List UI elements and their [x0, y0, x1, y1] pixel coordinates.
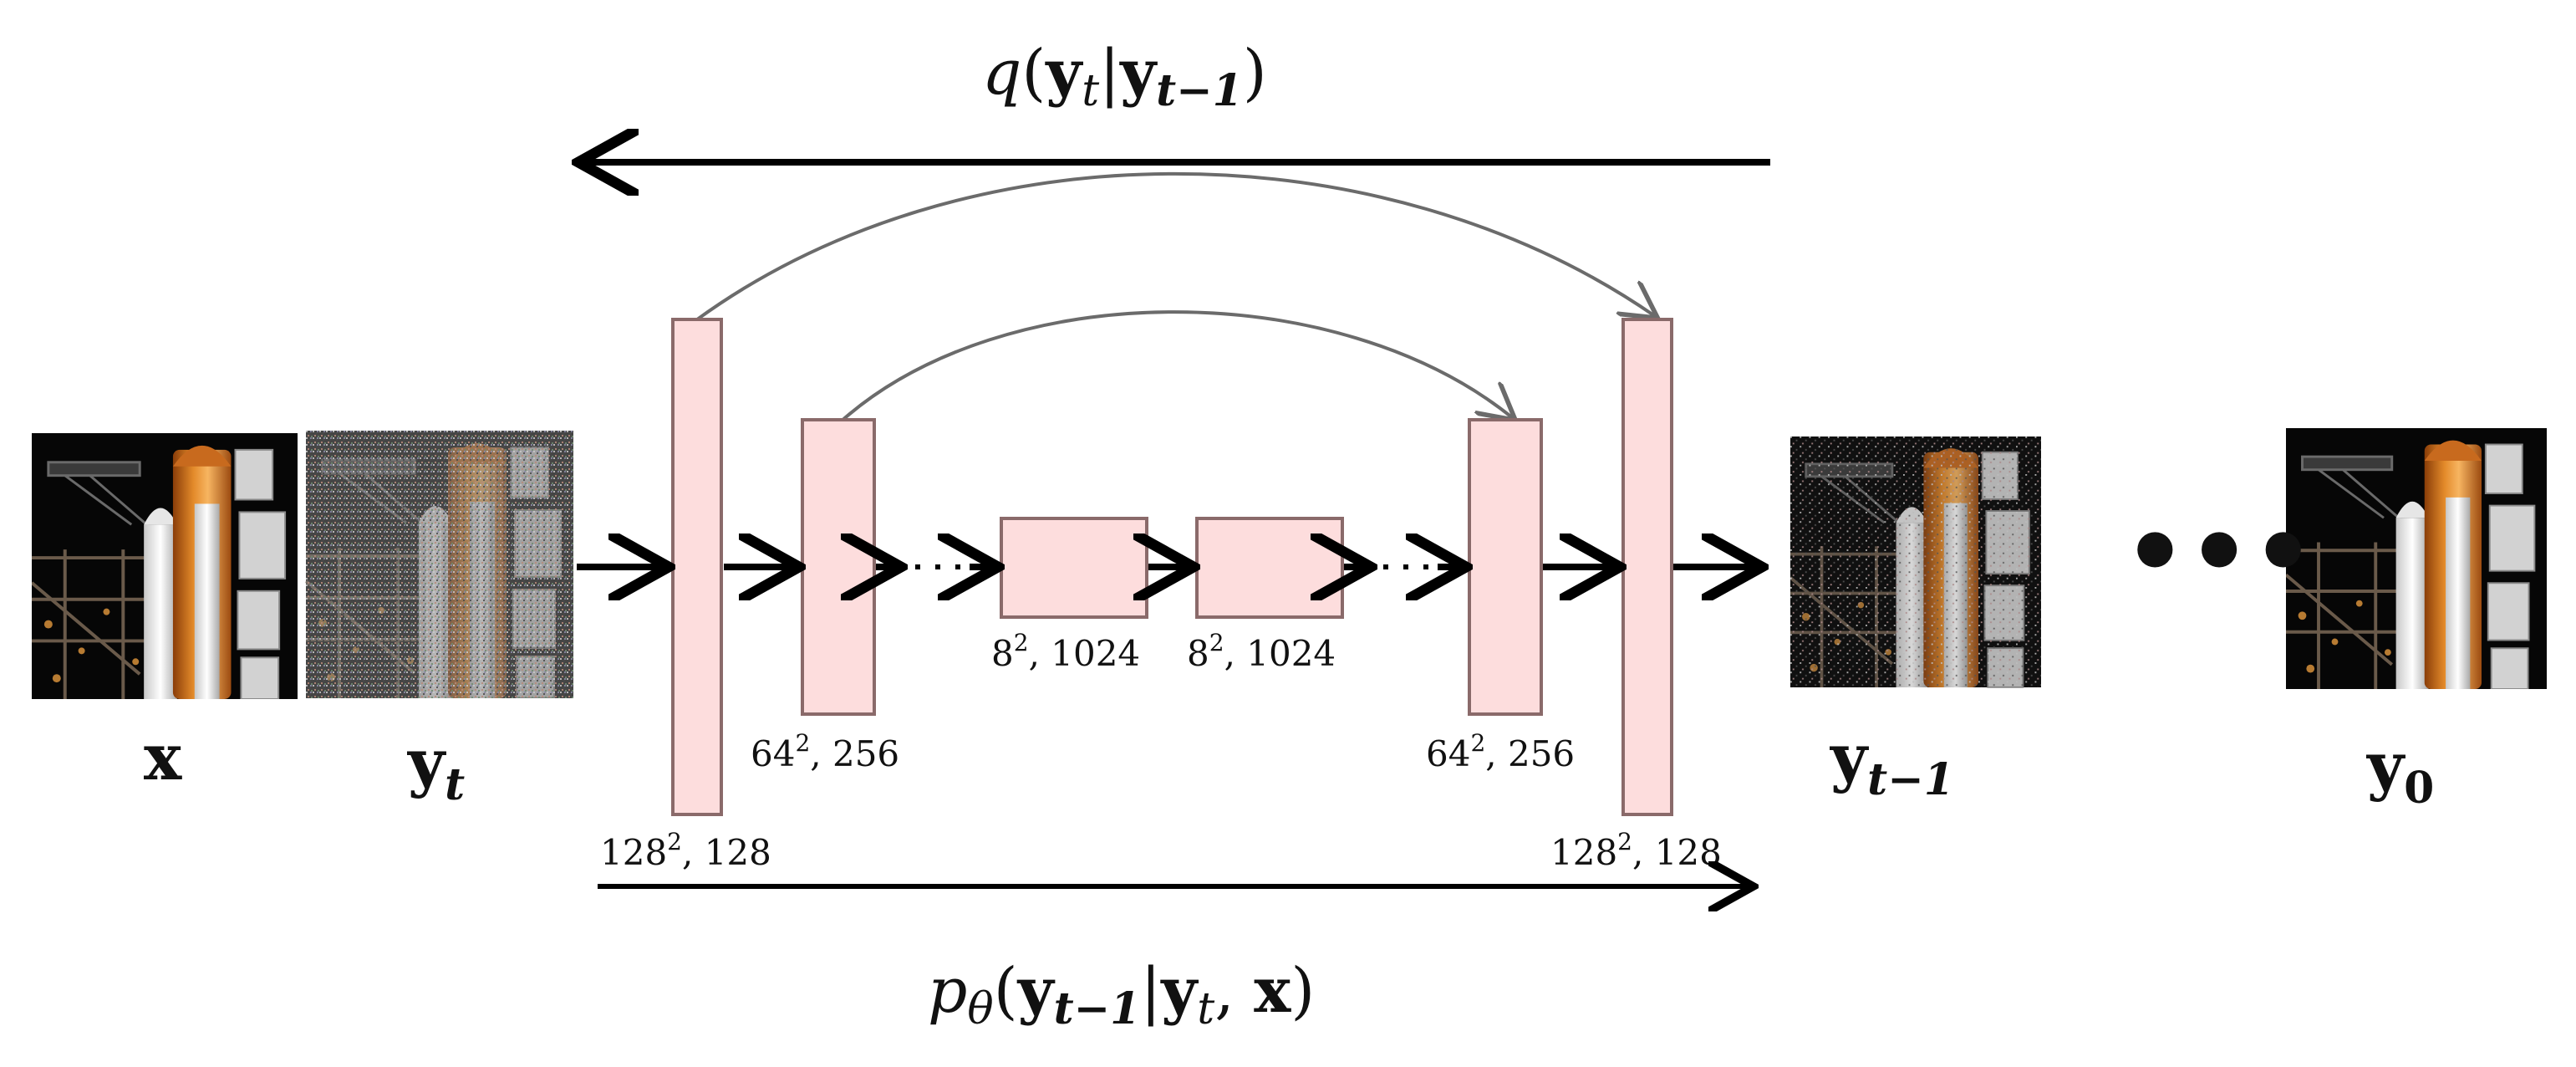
- caption-yt-minus-1: yt−1: [1830, 720, 1954, 805]
- bottleneck-block-1: [1000, 517, 1148, 619]
- label-mid1: 82, 1024: [991, 629, 1140, 674]
- encoder-block-64: [801, 418, 876, 716]
- caption-yt: yt: [407, 725, 465, 810]
- decoder-block-64: [1468, 418, 1543, 716]
- forward-process-equation: q(yt|yt−1): [982, 37, 1267, 116]
- label-mid2: 82, 1024: [1187, 629, 1336, 674]
- decoder-block-128: [1621, 318, 1673, 816]
- clean-rocket-image: [2286, 428, 2547, 689]
- bottleneck-block-2: [1195, 517, 1344, 619]
- noisy-rocket-image: [304, 431, 575, 698]
- label-enc2: 642, 256: [751, 729, 899, 774]
- reverse-process-equation: pθ(yt−1|yt, x): [928, 955, 1315, 1034]
- less-noisy-rocket-image: [1790, 435, 2041, 689]
- skip-connection-inner: [838, 310, 1513, 424]
- label-enc1: 1282, 128: [600, 828, 771, 873]
- caption-x: x: [144, 720, 182, 794]
- rocket-launchpad-image: [32, 433, 298, 699]
- encoder-block-128: [671, 318, 723, 816]
- skip-connection-outer: [692, 171, 1655, 324]
- ellipsis: •••: [2123, 493, 2315, 611]
- label-dec1: 1282, 128: [1550, 828, 1722, 873]
- label-dec2: 642, 256: [1426, 729, 1575, 774]
- caption-y0: y0: [2366, 728, 2434, 814]
